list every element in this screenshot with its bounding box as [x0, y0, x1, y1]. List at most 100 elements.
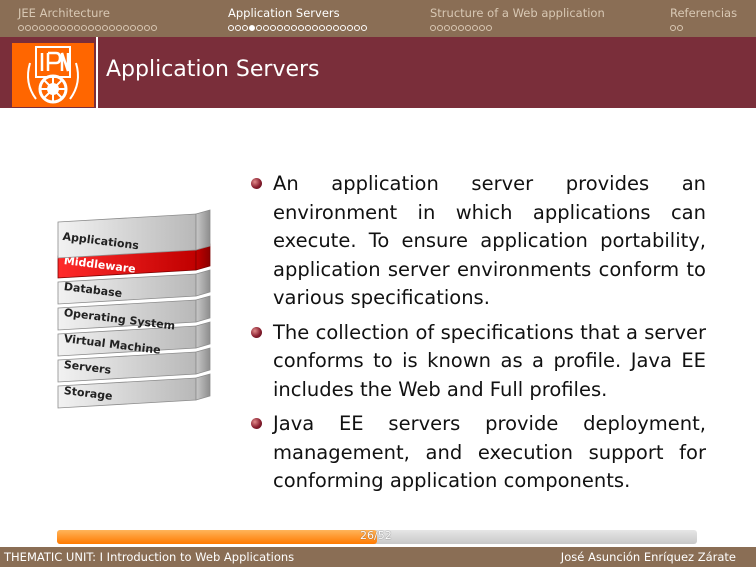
slide-dot[interactable]: [319, 25, 325, 31]
slide-dots: [18, 24, 157, 32]
slide-dot[interactable]: [486, 25, 492, 31]
slide-dot[interactable]: [102, 25, 108, 31]
slide-dot[interactable]: [81, 25, 87, 31]
nav-section-structure-web-app[interactable]: Structure of a Web application: [430, 6, 605, 32]
stack-layer: Virtual Machine: [57, 321, 211, 357]
slide-dot[interactable]: [458, 25, 464, 31]
slide-dot[interactable]: [256, 25, 262, 31]
slide-dot[interactable]: [305, 25, 311, 31]
slide-dot[interactable]: [298, 25, 304, 31]
stack-layer: Servers: [57, 347, 211, 383]
stack-layer: Operating System: [57, 295, 211, 333]
slide-dot[interactable]: [472, 25, 478, 31]
slide-dot[interactable]: [235, 25, 241, 31]
slide-dot[interactable]: [263, 25, 269, 31]
stack-layer-side: [195, 321, 211, 349]
ipn-emblem-icon: [12, 43, 94, 107]
slide-dot[interactable]: [444, 25, 450, 31]
bullet-ball-icon: [251, 178, 262, 189]
slide-dot[interactable]: [277, 25, 283, 31]
nav-section-label: Application Servers: [228, 6, 340, 20]
slide-title: Application Servers: [106, 57, 320, 82]
footer-unit-title: THEMATIC UNIT: I Introduction to Web App…: [4, 550, 295, 564]
slide-dot[interactable]: [451, 25, 457, 31]
slide-dot[interactable]: [479, 25, 485, 31]
slide-dot[interactable]: [116, 25, 122, 31]
nav-section-label: JEE Architecture: [18, 6, 110, 20]
slide-dot[interactable]: [677, 25, 683, 31]
slide-dots: [430, 24, 605, 32]
slide-dot[interactable]: [39, 25, 45, 31]
slide-dot[interactable]: [123, 25, 129, 31]
slide-counter: 26/52: [360, 529, 392, 542]
stack-layer-label: Servers: [63, 358, 112, 377]
slide-dot[interactable]: [53, 25, 59, 31]
bullet-text: An application server provides an enviro…: [273, 172, 706, 309]
slide-dot[interactable]: [32, 25, 38, 31]
bullet-item: The collection of specifications that a …: [250, 319, 706, 405]
stack-layer-side: [195, 295, 211, 323]
slide-progress-bar[interactable]: [57, 530, 697, 544]
slide-dot[interactable]: [312, 25, 318, 31]
bullet-item: An application server provides an enviro…: [250, 170, 706, 313]
slide-dot[interactable]: [46, 25, 52, 31]
bullet-ball-icon: [251, 326, 262, 338]
stack-layer: Applications: [57, 209, 211, 259]
slide-dots: [228, 24, 367, 32]
stack-layer-side: [195, 209, 211, 251]
footer: THEMATIC UNIT: I Introduction to Web App…: [0, 547, 756, 567]
stack-layer-side: [195, 269, 211, 297]
slide-dot[interactable]: [291, 25, 297, 31]
slide-dot[interactable]: [95, 25, 101, 31]
nav-section-jee-architecture[interactable]: JEE Architecture: [18, 6, 157, 32]
slide-dot[interactable]: [465, 25, 471, 31]
slide-dot[interactable]: [130, 25, 136, 31]
stack-layer-side: [195, 373, 211, 401]
slide-dot[interactable]: [249, 25, 255, 31]
section-navigation: JEE Architecture Application Servers Str…: [0, 0, 756, 37]
logo-divider: [96, 37, 98, 108]
slide-dots: [670, 24, 737, 32]
slide-dot[interactable]: [109, 25, 115, 31]
slide-dot[interactable]: [74, 25, 80, 31]
slide-dot[interactable]: [333, 25, 339, 31]
slide-dot[interactable]: [137, 25, 143, 31]
slide-dot[interactable]: [144, 25, 150, 31]
slide-dot[interactable]: [437, 25, 443, 31]
nav-section-application-servers[interactable]: Application Servers: [228, 6, 367, 32]
bullet-item: Java EE servers provide deployment, mana…: [250, 410, 706, 496]
slide-dot[interactable]: [151, 25, 157, 31]
bullet-text: Java EE servers provide deployment, mana…: [273, 412, 706, 492]
slide-dot[interactable]: [18, 25, 24, 31]
slide-dot[interactable]: [284, 25, 290, 31]
slide-dot[interactable]: [228, 25, 234, 31]
bullet-list: An application server provides an enviro…: [250, 170, 706, 502]
slide-dot[interactable]: [60, 25, 66, 31]
bullet-text: The collection of specifications that a …: [273, 320, 706, 401]
ipn-logo: [12, 43, 94, 107]
slide-dot[interactable]: [270, 25, 276, 31]
nav-section-referencias[interactable]: Referencias: [670, 6, 737, 32]
slide-dot[interactable]: [670, 25, 676, 31]
slide-dot[interactable]: [361, 25, 367, 31]
footer-author: José Asunción Enríquez Zárate: [560, 550, 736, 564]
slide-dot[interactable]: [25, 25, 31, 31]
stack-layer: Database: [57, 269, 211, 305]
slide-dot[interactable]: [340, 25, 346, 31]
slide-dot[interactable]: [67, 25, 73, 31]
slide-dot[interactable]: [347, 25, 353, 31]
title-bar: Application Servers: [0, 37, 756, 108]
stack-layer: Storage: [57, 373, 211, 409]
stack-layer-label: Storage: [63, 384, 113, 403]
slide-dot[interactable]: [354, 25, 360, 31]
nav-section-label: Structure of a Web application: [430, 6, 605, 20]
stack-layer-side: [195, 347, 211, 375]
slide-dot[interactable]: [430, 25, 436, 31]
slide-dot[interactable]: [88, 25, 94, 31]
slide-dot[interactable]: [326, 25, 332, 31]
bullet-ball-icon: [251, 418, 262, 429]
slide-dot[interactable]: [242, 25, 248, 31]
slide-progress-fill: [57, 530, 377, 544]
